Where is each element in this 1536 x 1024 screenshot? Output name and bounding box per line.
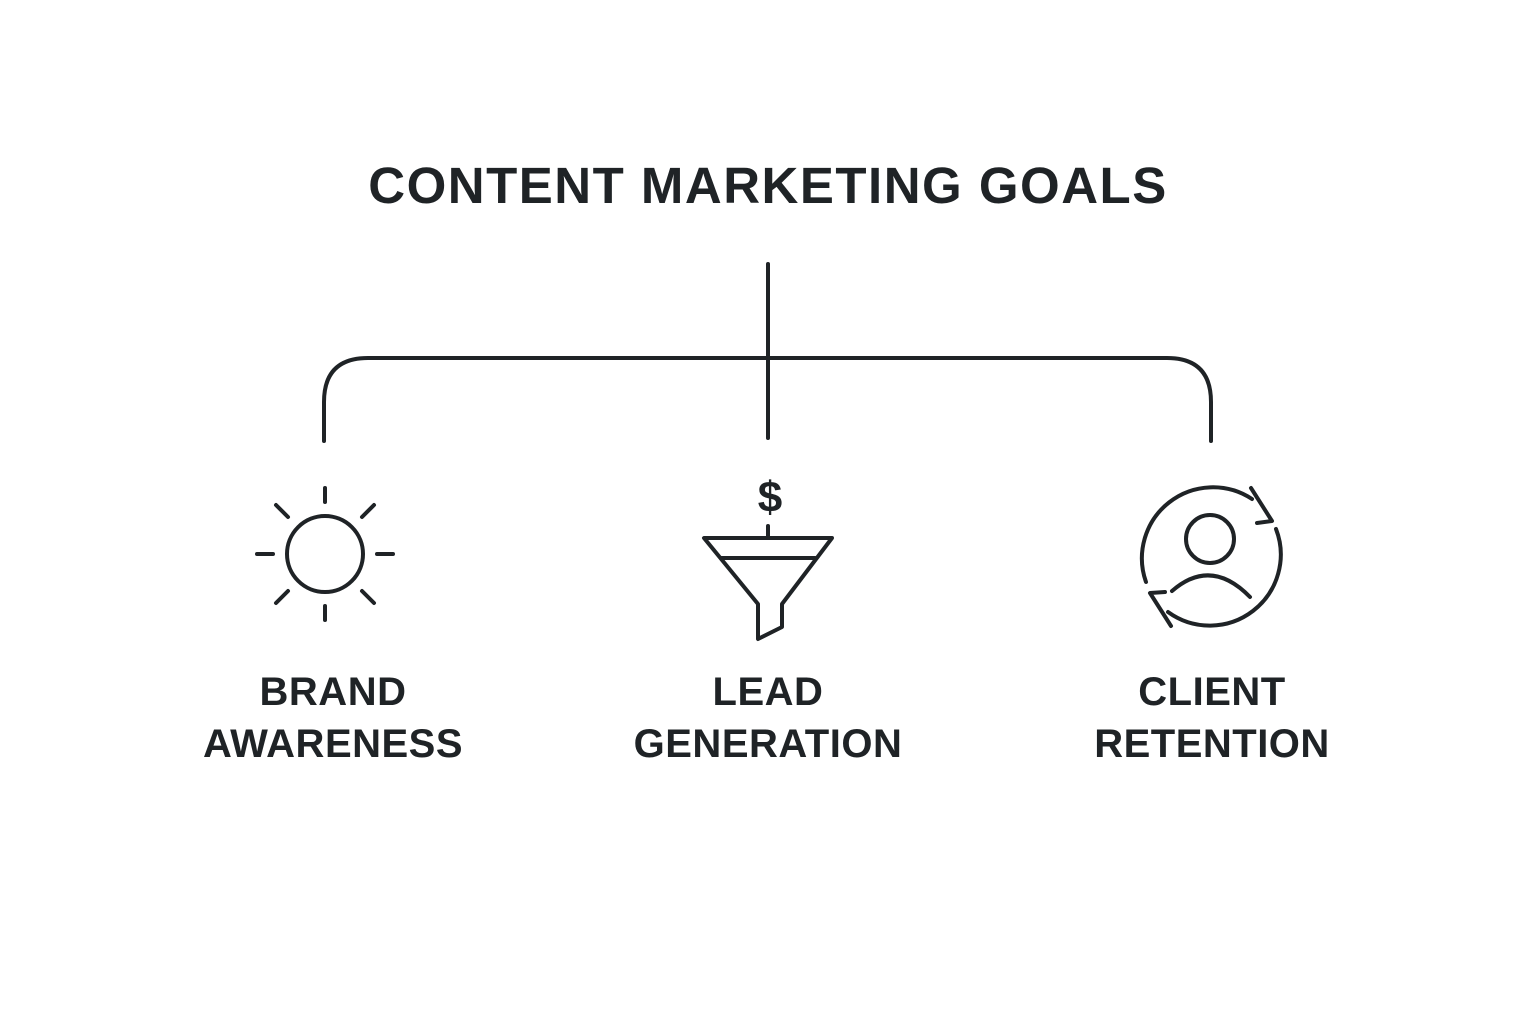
goal-label-line2: RETENTION [1094,722,1330,766]
goal-label-brand-awareness: BRAND AWARENESS [153,666,513,770]
funnel-icon [702,524,834,641]
goal-label-lead-generation: LEAD GENERATION [588,666,948,770]
goal-label-line1: CLIENT [1138,670,1286,714]
branch-arc [322,356,1213,443]
sun-icon [255,486,395,622]
goal-label-line2: AWARENESS [202,722,464,766]
diagram-title: CONTENT MARKETING GOALS [368,157,1168,214]
dollar-symbol: $ [757,473,783,522]
dollar-funnel-icon: $ [700,470,840,646]
goal-label-client-retention: CLIENT RETENTION [1032,666,1392,770]
goal-label-line1: LEAD [712,670,824,714]
goal-label-line1: BRAND [259,670,407,714]
user-refresh-icon [1139,485,1283,628]
goal-label-line2: GENERATION [633,722,903,766]
